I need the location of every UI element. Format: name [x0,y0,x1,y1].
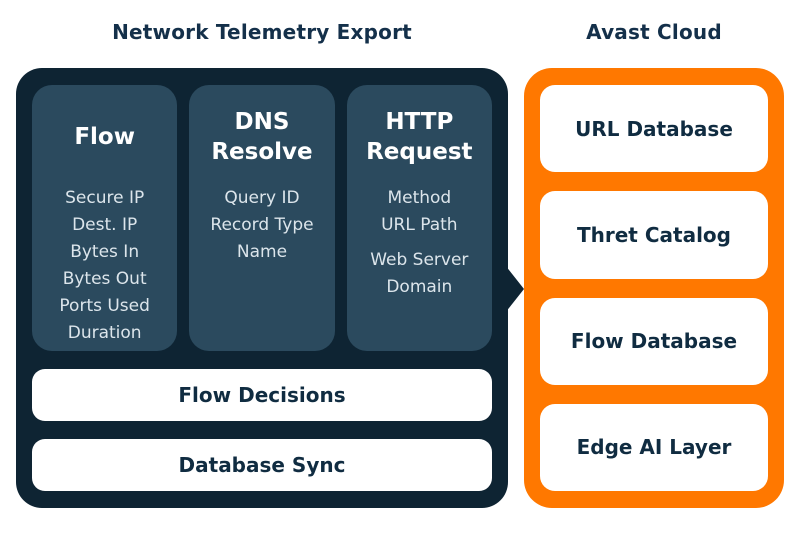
column-dns-resolve-title: DNS Resolve [211,109,313,165]
list-item: Query ID [224,188,300,208]
list-item: Method [387,188,452,208]
export-arrow-icon [505,265,524,313]
column-flow-items: Secure IP Dest. IP Bytes In Bytes Out Po… [38,185,171,347]
list-item: Name [236,242,288,262]
database-sync-box: Database Sync [32,439,492,491]
left-panel-title: Network Telemetry Export [112,20,412,44]
list-item: Secure IP [65,188,145,208]
database-sync-label: Database Sync [178,453,346,477]
edge-ai-layer-label: Edge AI Layer [576,435,732,460]
flow-decisions-box: Flow Decisions [32,369,492,421]
column-dns-resolve-items: Query ID Record Type Name [195,185,328,266]
list-item: Ports Used [59,296,150,316]
avast-cloud-panel: URL Database Thret Catalog Flow Database… [524,68,784,508]
column-dns-resolve: DNS Resolve Query ID Record Type Name [189,85,335,351]
flow-database-box: Flow Database [540,297,768,385]
edge-ai-layer-box: Edge AI Layer [540,403,768,491]
url-database-label: URL Database [575,116,733,141]
flow-database-label: Flow Database [570,329,738,354]
list-item: Duration [67,323,142,343]
network-telemetry-panel: Flow Secure IP Dest. IP Bytes In Bytes O… [16,68,508,508]
right-panel-title: Avast Cloud [586,20,722,44]
column-http-request-title: HTTP Request [366,109,473,165]
thret-catalog-label: Thret Catalog [577,222,731,247]
column-http-request-items: Method URL Path Web Server Domain [353,185,486,301]
list-item: Bytes Out [62,269,147,289]
list-item: Dest. IP [72,215,138,235]
list-item: Web Server Domain [370,250,469,297]
telemetry-columns: Flow Secure IP Dest. IP Bytes In Bytes O… [32,85,492,351]
url-database-box: URL Database [540,85,768,173]
list-item: URL Path [381,215,458,235]
column-flow: Flow Secure IP Dest. IP Bytes In Bytes O… [32,85,178,351]
column-http-request: HTTP Request Method URL Path Web Server … [346,85,492,351]
column-flow-title: Flow [74,124,135,150]
list-item: Bytes In [70,242,140,262]
flow-decisions-label: Flow Decisions [178,383,346,407]
thret-catalog-box: Thret Catalog [540,191,768,279]
list-item: Record Type [210,215,314,235]
